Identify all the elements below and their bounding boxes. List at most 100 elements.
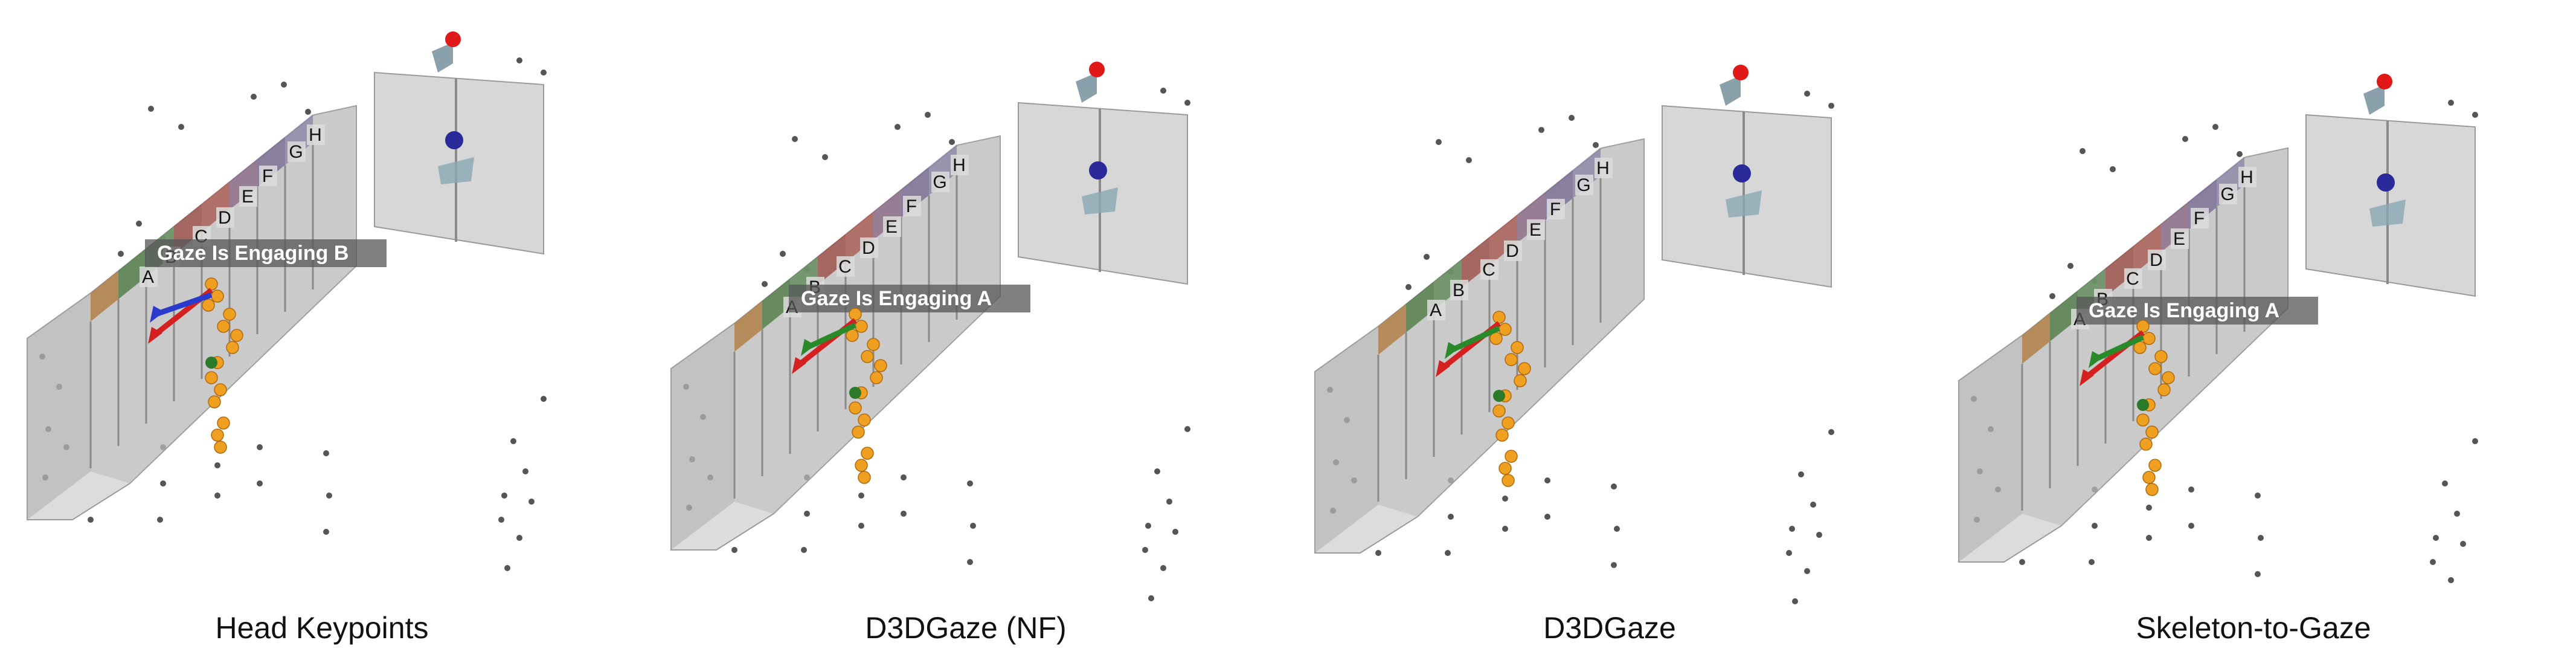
bay-label-bg bbox=[883, 216, 901, 237]
floor-point bbox=[2237, 151, 2243, 157]
bay-label-c: C bbox=[838, 257, 852, 277]
bay-top-d bbox=[1462, 237, 1489, 288]
floor-point bbox=[1614, 526, 1620, 532]
gaze-arrowhead-green bbox=[2089, 351, 2103, 368]
person-joint bbox=[2145, 483, 2159, 496]
floor-point bbox=[2067, 263, 2073, 269]
bay-top-c bbox=[1434, 259, 1462, 310]
bay-label-bg bbox=[1427, 300, 1445, 320]
person-joint bbox=[1502, 474, 1515, 487]
floor-point bbox=[2448, 100, 2454, 106]
floor-point bbox=[1448, 514, 1454, 520]
person-joint bbox=[226, 341, 239, 354]
panel-skeleton-to-gaze: ABCDEFGHGaze Is Engaging A Skeleton-to-G… bbox=[1932, 0, 2575, 669]
panel-d3dgaze-nf: ABCDEFGHGaze Is Engaging A D3DGaze (NF) bbox=[644, 0, 1288, 669]
floor-point bbox=[970, 523, 976, 529]
gaze-arrowhead-green bbox=[801, 339, 815, 356]
bay-label-e: E bbox=[1529, 220, 1541, 240]
floor-point bbox=[1544, 514, 1550, 520]
bay-label-g: G bbox=[933, 172, 946, 192]
floor-point bbox=[2255, 493, 2261, 499]
scene-3d-render: ABCDEFGHGaze Is Engaging B bbox=[27, 31, 547, 571]
floor-point bbox=[1804, 91, 1810, 97]
person-joint bbox=[205, 277, 218, 291]
floor-point bbox=[2454, 511, 2460, 517]
floor-point bbox=[1445, 550, 1451, 556]
bay-label-bg bbox=[931, 172, 949, 192]
engaging-label-bg bbox=[789, 285, 1030, 312]
bay-label-d: D bbox=[2150, 250, 2163, 270]
floor-point bbox=[1154, 468, 1160, 474]
floor-point bbox=[522, 468, 528, 474]
person-joint bbox=[1495, 428, 1509, 442]
camera-top-body bbox=[432, 42, 453, 73]
floor-point bbox=[1538, 127, 1544, 133]
bay-label-d: D bbox=[218, 208, 231, 228]
bay-label-bg bbox=[307, 124, 325, 145]
scene-group: ABCDEFGHGaze Is Engaging A bbox=[1958, 74, 2478, 583]
person-joint bbox=[2148, 459, 2162, 472]
floor-point bbox=[1828, 103, 1834, 109]
person-joint bbox=[870, 371, 883, 384]
gaze-arrowhead-red bbox=[148, 327, 162, 344]
camera-top-marker bbox=[445, 31, 461, 47]
person-joint bbox=[855, 320, 868, 333]
bay-label-g: G bbox=[1576, 175, 1590, 195]
cabinet-side bbox=[1959, 335, 2022, 562]
floor-point bbox=[498, 517, 504, 523]
engaging-label: Gaze Is Engaging A bbox=[801, 287, 992, 310]
head-marker bbox=[2137, 399, 2149, 411]
person-joint bbox=[858, 471, 871, 484]
bay-label-bg bbox=[216, 207, 234, 228]
floor-point bbox=[1184, 100, 1190, 106]
floor-point bbox=[2146, 535, 2152, 541]
bay-label-bg bbox=[259, 166, 277, 186]
bay-top-d bbox=[818, 234, 846, 285]
person-joint bbox=[1505, 450, 1518, 463]
bay-label-c: C bbox=[2126, 269, 2139, 289]
floor-point bbox=[541, 396, 547, 402]
bay-label-bg bbox=[2124, 268, 2142, 289]
gaze-arrowhead-red bbox=[1436, 360, 1450, 377]
person-joint bbox=[1518, 362, 1531, 375]
floor-point bbox=[257, 444, 263, 450]
floor-point bbox=[925, 112, 931, 118]
bay-top-b bbox=[1406, 282, 1434, 332]
floor-point bbox=[1405, 284, 1412, 290]
floor-point bbox=[1375, 550, 1381, 556]
floor-point bbox=[2089, 559, 2095, 565]
person-joint bbox=[211, 428, 224, 442]
floor-point bbox=[2255, 571, 2261, 577]
person-joint bbox=[2162, 371, 2175, 384]
bay-top-e bbox=[1489, 215, 1517, 265]
floor-point bbox=[148, 106, 154, 112]
floor-point bbox=[1611, 483, 1617, 490]
camera-top-marker bbox=[2377, 74, 2392, 89]
person-joint bbox=[867, 338, 880, 351]
floor-point bbox=[967, 480, 973, 486]
floor-point bbox=[801, 547, 807, 553]
bay-label-c: C bbox=[1482, 260, 1495, 280]
bay-label-h: H bbox=[1596, 158, 1610, 178]
bay-label-f: F bbox=[906, 196, 917, 216]
floor-point bbox=[1172, 529, 1178, 535]
floor-point bbox=[1145, 523, 1151, 529]
floor-point bbox=[2472, 112, 2478, 118]
person-joint bbox=[2157, 383, 2171, 396]
bay-label-bg bbox=[1527, 219, 1545, 240]
head-marker bbox=[205, 357, 217, 369]
floor-point bbox=[257, 480, 263, 486]
person-joint bbox=[2136, 413, 2150, 427]
bay-label-h: H bbox=[2240, 167, 2253, 187]
person-joint bbox=[2136, 320, 2150, 333]
person-joint bbox=[1498, 323, 1512, 336]
floor-point bbox=[2430, 559, 2436, 565]
person-joint bbox=[1505, 353, 1518, 366]
floor-point bbox=[1804, 568, 1810, 574]
camera-mid-marker bbox=[445, 131, 463, 149]
floor-point bbox=[2448, 577, 2454, 583]
floor-point bbox=[1611, 562, 1617, 568]
floor-point bbox=[136, 221, 142, 227]
floor-point bbox=[214, 493, 220, 499]
